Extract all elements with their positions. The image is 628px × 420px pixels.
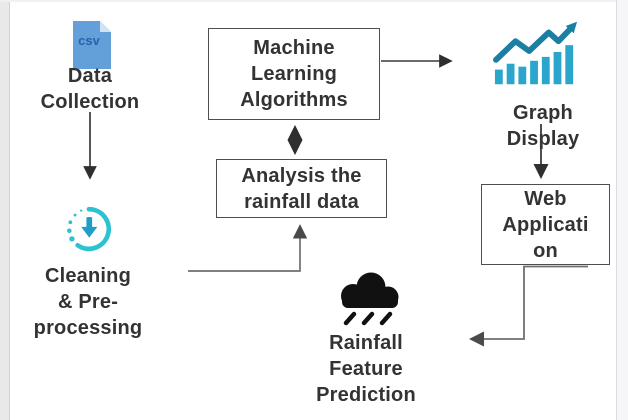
csv-file-icon: csv — [73, 21, 111, 69]
rain-cloud-icon — [341, 272, 399, 326]
data-collection-label: Data Collection — [40, 65, 140, 113]
graph-display-label: Graph Display — [506, 102, 580, 150]
elbow-cleaning-to-analysis — [188, 224, 308, 272]
csv-badge-text: csv — [78, 33, 100, 48]
analysis-rainfall-box: Analysis the rainfall data — [216, 159, 387, 218]
right-margin-strip — [617, 0, 628, 420]
right-border-line — [616, 0, 617, 420]
analysis-rainfall-label: Analysis the rainfall data — [241, 164, 362, 213]
bar-chart-trend-icon — [493, 21, 578, 85]
left-margin-strip — [0, 0, 9, 420]
left-border-line — [9, 0, 10, 420]
cleaning-preprocessing-label: Cleaning & Pre- processing — [33, 265, 143, 339]
web-application-box: Web Applicati on — [481, 184, 610, 265]
machine-learning-box: Machine Learning Algorithms — [208, 28, 380, 120]
elbow-web-to-rainfall — [468, 265, 588, 347]
machine-learning-label: Machine Learning Algorithms — [240, 37, 348, 111]
refresh-download-icon — [67, 206, 112, 252]
web-application-label: Web Applicati on — [502, 187, 589, 262]
rainfall-prediction-label: Rainfall Feature Prediction — [316, 332, 416, 406]
top-border-line — [0, 0, 628, 2]
